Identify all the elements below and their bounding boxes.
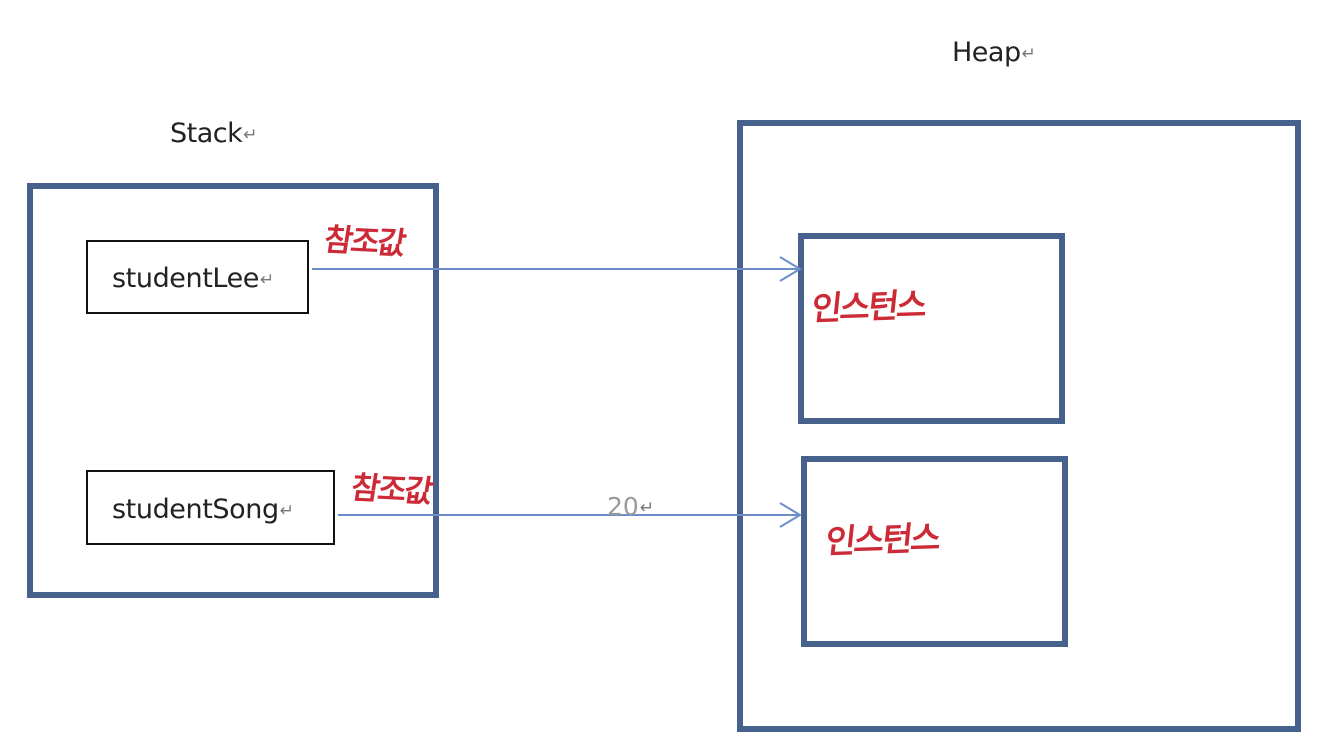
- heap-title: Heap↵: [952, 37, 1036, 68]
- arrow-value-label: 20↵: [607, 492, 654, 521]
- return-mark-icon: ↵: [279, 501, 294, 521]
- handwritten-reference-label-top: 참조값: [321, 222, 407, 263]
- variable-name: studentSong: [112, 494, 279, 525]
- return-mark-icon: ↵: [639, 498, 655, 518]
- instance-box-top: [798, 233, 1065, 424]
- heap-title-text: Heap: [952, 37, 1021, 68]
- variable-box-studentSong: studentSong↵: [86, 470, 335, 545]
- return-mark-icon: ↵: [243, 125, 258, 145]
- return-mark-icon: ↵: [1021, 44, 1036, 64]
- stack-title: Stack↵: [170, 118, 258, 149]
- stack-title-text: Stack: [170, 118, 243, 149]
- handwritten-reference-label-bottom: 참조값: [348, 470, 434, 511]
- arrow-value-text: 20: [607, 492, 639, 521]
- variable-box-studentLee: studentLee↵: [86, 240, 309, 314]
- instance-box-bottom: [801, 456, 1068, 647]
- return-mark-icon: ↵: [260, 270, 274, 290]
- handwritten-instance-label-top: 인스턴스: [809, 284, 928, 329]
- handwritten-instance-label-bottom: 인스턴스: [823, 517, 942, 562]
- variable-name: studentLee: [112, 263, 260, 294]
